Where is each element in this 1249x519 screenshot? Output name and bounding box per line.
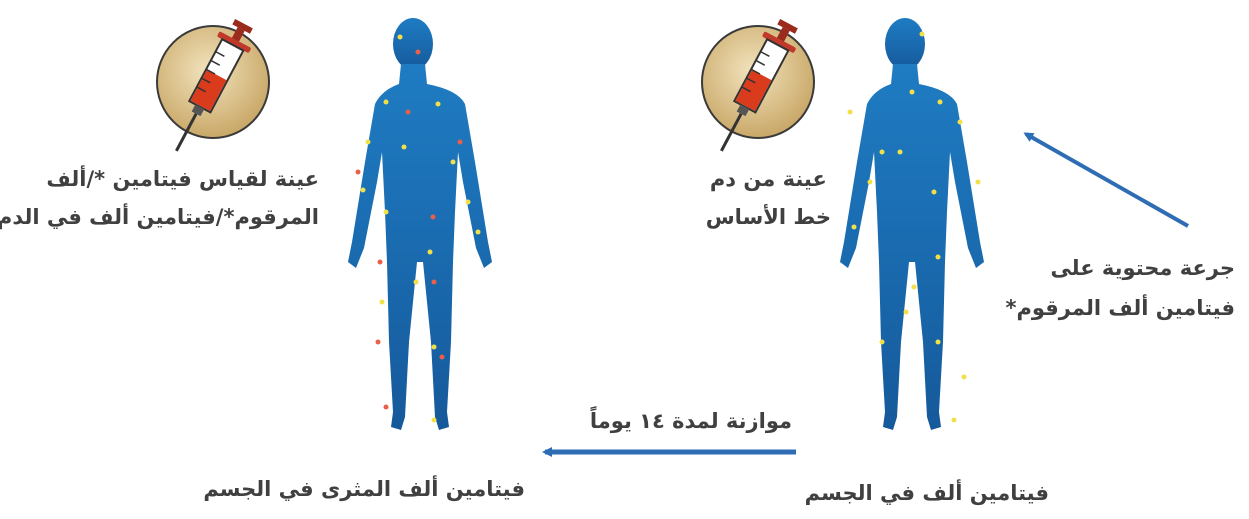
measure-sample-label: عينة لقياس فيتامين */ألف المرقوم*/فيتامي… <box>0 160 319 236</box>
dose-label: جرعة محتوية على فيتامين ألف المرقوم* <box>1006 248 1235 328</box>
dose-arrow-icon <box>1026 134 1188 226</box>
body-vitamin-a-caption: فيتامين ألف في الجسم <box>805 474 1049 512</box>
equilibration-label: موازنة لمدة ١٤ يوماً <box>590 402 792 440</box>
baseline-sample-label: عينة من دم خط الأساس <box>706 160 831 236</box>
body-vitamin-a-labeled-caption: فيتامين ألف المثرى في الجسم <box>203 470 525 508</box>
